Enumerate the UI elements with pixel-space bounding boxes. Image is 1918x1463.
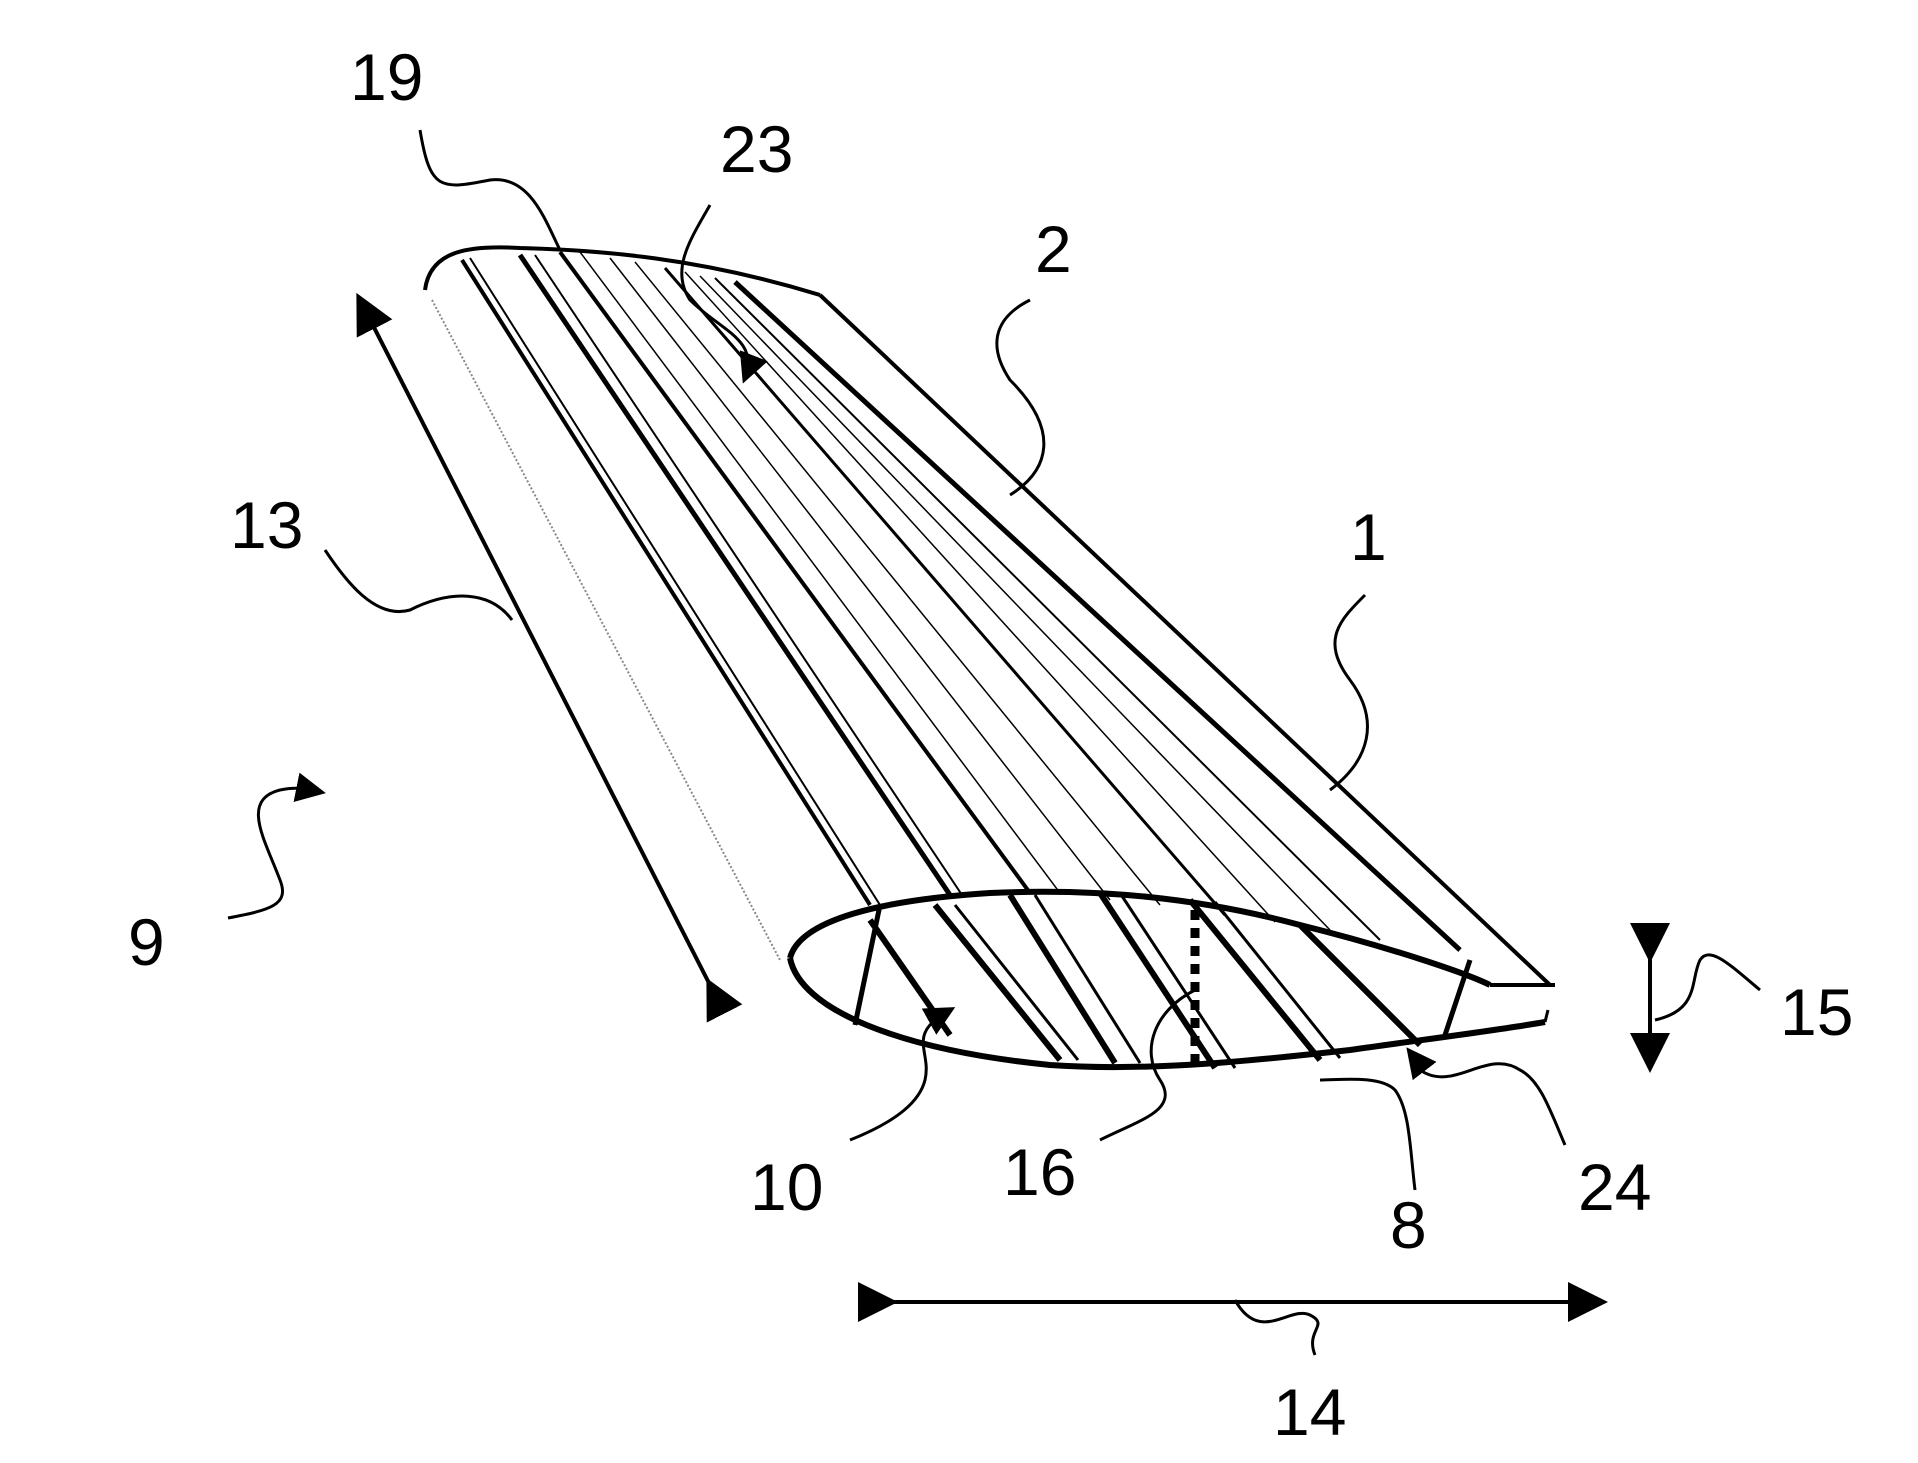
ref-23: 23 <box>720 112 793 186</box>
ref-19: 19 <box>350 40 423 114</box>
ref-13: 13 <box>230 488 303 562</box>
ref-16: 16 <box>1003 1135 1076 1209</box>
reference-numerals: 19 23 2 1 13 9 15 10 16 24 8 14 <box>128 40 1853 1449</box>
airfoil-cross-section <box>790 892 1555 1068</box>
ref-15: 15 <box>1780 975 1853 1049</box>
leader-lines <box>228 130 1760 1355</box>
blade-shell <box>425 247 1550 985</box>
ref-9: 9 <box>128 905 165 979</box>
ref-24: 24 <box>1578 1150 1651 1224</box>
ref-10: 10 <box>750 1150 823 1224</box>
ref-8: 8 <box>1390 1188 1427 1262</box>
ref-14: 14 <box>1273 1375 1346 1449</box>
spanwise-fibre-lines <box>462 252 1380 940</box>
ref-2: 2 <box>1035 212 1072 286</box>
ref-1: 1 <box>1350 500 1387 574</box>
